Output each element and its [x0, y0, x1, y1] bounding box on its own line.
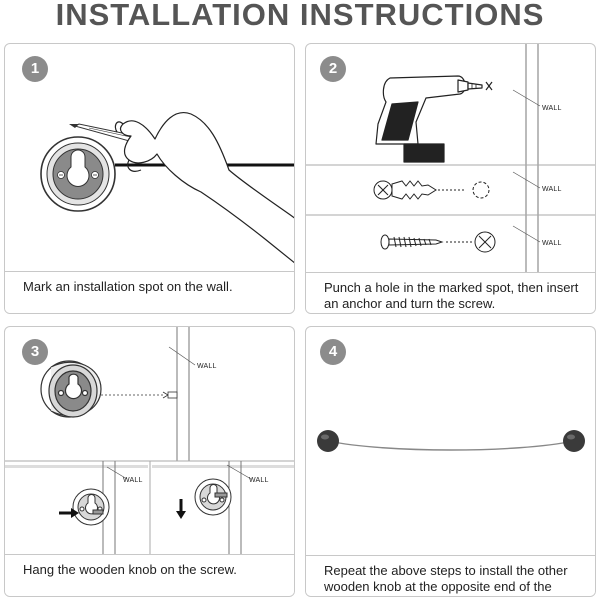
knob-icon — [563, 430, 585, 452]
step-1-illustration — [40, 112, 294, 264]
screw-icon — [380, 231, 496, 253]
step-3-illustration — [5, 327, 294, 556]
wall-label: WALL — [542, 240, 562, 247]
step-panel-3: WALL WALL WALL 3 Hang the wooden knob on… — [4, 326, 295, 597]
wall-label: WALL — [249, 477, 269, 484]
step-number-badge: 1 — [22, 56, 48, 82]
step-caption: Hang the wooden knob on the screw. — [5, 554, 294, 596]
step-4-illustration — [317, 430, 585, 452]
knob-icon — [317, 430, 339, 452]
step-caption: Mark an installation spot on the wall. — [5, 271, 294, 313]
arrow-down-icon — [176, 499, 186, 519]
step-panel-4: 4 Repeat the above steps to install the … — [305, 326, 596, 597]
step-2-illustration — [306, 44, 595, 274]
anchor-icon — [373, 180, 490, 200]
drill-icon — [375, 75, 493, 163]
hand-icon — [114, 112, 294, 264]
arrow-right-icon — [59, 508, 79, 518]
knob-icon — [40, 136, 116, 212]
hanging-rope — [327, 440, 575, 451]
step-caption: Repeat the above steps to install the ot… — [306, 555, 595, 596]
step-number-badge: 4 — [320, 339, 346, 365]
wall-label: WALL — [542, 186, 562, 193]
page-title: INSTALLATION INSTRUCTIONS — [55, 0, 545, 32]
knob-icon — [72, 488, 110, 526]
wall-label: WALL — [123, 477, 143, 484]
step-panel-2: WALL WALL WALL 2 Punch a hole in the mar… — [305, 43, 596, 314]
step-panel-1: 1 Mark an installation spot on the wall. — [4, 43, 295, 314]
wall-label: WALL — [197, 363, 217, 370]
wall-label: WALL — [542, 105, 562, 112]
step-number-badge: 3 — [22, 339, 48, 365]
step-number-badge: 2 — [320, 56, 346, 82]
knob-icon — [194, 478, 232, 516]
knob-icon — [40, 360, 178, 418]
step-caption: Punch a hole in the marked spot, then in… — [306, 272, 595, 313]
